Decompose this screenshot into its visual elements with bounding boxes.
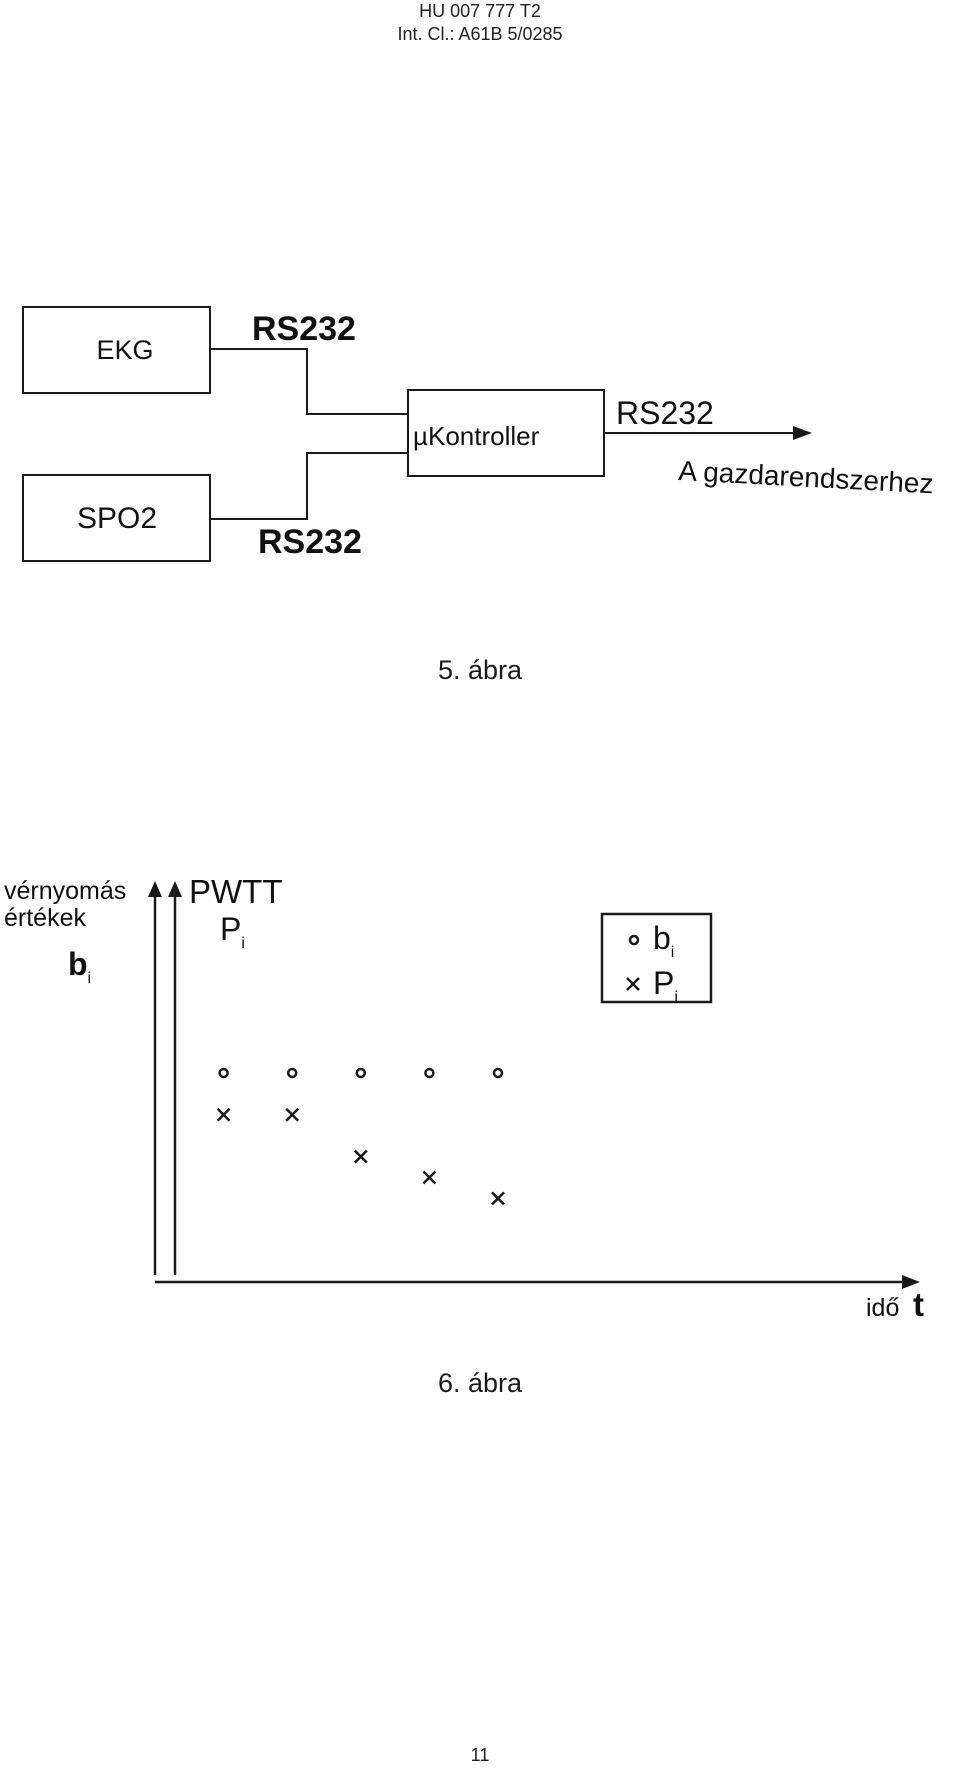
figure-6-caption: 6. ábra	[437, 1368, 523, 1398]
data-point-b-4	[424, 1067, 435, 1079]
figure-6-chart: vérnyomás értékek bi PWTT Pi idő t bi Pi	[4, 873, 924, 1323]
rs232-output-label: RS232	[616, 395, 714, 431]
figure-5-caption: 5. ábra	[437, 655, 523, 685]
legend-p-label: Pi	[653, 965, 678, 1006]
data-point-p-1	[216, 1107, 231, 1122]
page-number: 11	[470, 1745, 490, 1765]
patent-number: HU 007 777 T2	[419, 1, 541, 21]
legend-b-label: bi	[653, 920, 674, 961]
figure-5-diagram	[22, 306, 797, 562]
y-right-label: PWTT	[189, 873, 282, 910]
rs232-bottom-label: RS232	[258, 523, 362, 561]
x-axis-label: idő	[866, 1294, 899, 1322]
host-system-label: A gazdarendszerhez	[678, 455, 935, 499]
legend-circle-marker	[628, 934, 640, 946]
data-point-b-2	[286, 1067, 298, 1079]
controller-label: µKontroller	[413, 421, 540, 451]
spo2-connection-line	[210, 452, 408, 520]
y-axis-right-arrowhead	[168, 881, 182, 897]
data-point-p-3	[353, 1149, 368, 1164]
x-axis-symbol: t	[913, 1286, 924, 1323]
y-axis-left-arrowhead	[148, 881, 162, 897]
spo2-label: SPO2	[77, 502, 157, 535]
ekg-label: EKG	[96, 335, 153, 365]
data-point-p-5	[491, 1191, 505, 1206]
y-left-label-line1: vérnyomás	[4, 877, 126, 905]
y-left-symbol: bi	[68, 946, 91, 987]
plot-points	[216, 1067, 505, 1206]
data-point-p-4	[422, 1170, 437, 1185]
data-point-b-3	[355, 1067, 367, 1079]
classification: Int. Cl.: A61B 5/0285	[397, 24, 563, 44]
y-left-label-line2: értékek	[4, 904, 86, 932]
legend-box	[600, 912, 713, 1004]
data-point-b-5	[492, 1067, 504, 1079]
ekg-connection-line	[210, 348, 408, 415]
data-point-b-1	[218, 1067, 229, 1079]
rs232-top-label: RS232	[252, 310, 356, 348]
output-arrowhead	[793, 426, 812, 440]
legend-cross-marker	[626, 977, 640, 991]
x-axis-arrowhead	[902, 1275, 920, 1289]
data-point-p-2	[285, 1107, 300, 1122]
y-right-symbol: Pi	[220, 911, 245, 952]
